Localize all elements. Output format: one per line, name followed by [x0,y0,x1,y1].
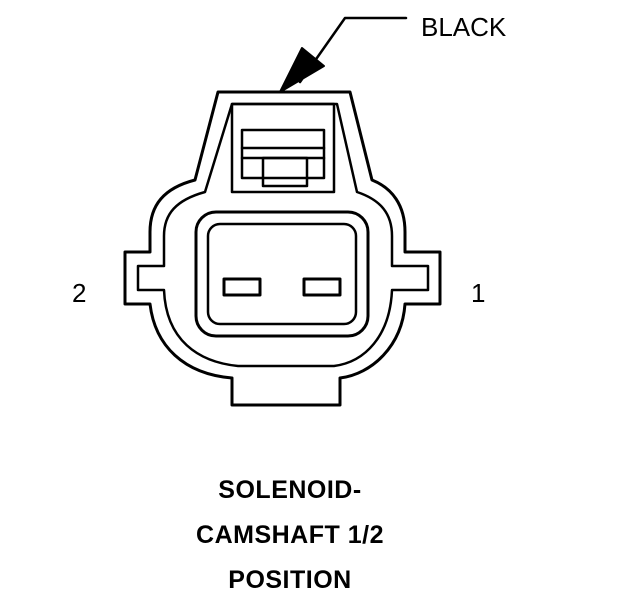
pin-2-label: 2 [72,278,87,308]
pin-1-label: 1 [471,278,486,308]
terminal-cavity-outer [194,210,370,338]
callout-leader-line [298,16,408,84]
terminal-slot-pin-2 [222,277,262,297]
caption-line-3: POSITION [228,566,352,594]
connector-housing-outline [123,90,442,407]
terminal-cavity-inner [206,222,358,326]
caption-line-1: SOLENOID- [218,476,362,504]
callout-arrowhead [279,47,325,93]
connector-housing-inner-contour [136,102,430,368]
locking-latch [230,102,336,194]
terminal-slot-pin-1 [302,277,342,297]
caption-line-2: CAMSHAFT 1/2 [196,521,384,549]
color-callout-label: BLACK [421,12,507,42]
